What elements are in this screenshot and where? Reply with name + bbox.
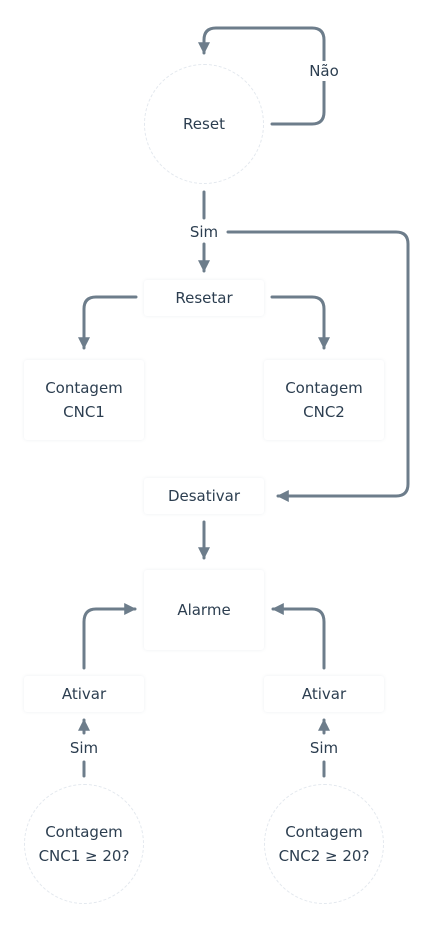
node-decision-cnc2[interactable]: Contagem CNC2 ≥ 20? [264, 784, 384, 904]
edge-label-sim-cnc1: Sim [66, 738, 102, 758]
node-decision-cnc2-line1: Contagem [285, 823, 363, 841]
node-decision-cnc1[interactable]: Contagem CNC1 ≥ 20? [24, 784, 144, 904]
edge-label-sim-reset: Sim [186, 222, 222, 242]
node-contagem-cnc1-line2: CNC1 [63, 403, 105, 421]
node-decision-cnc2-line2: CNC2 ≥ 20? [278, 847, 370, 865]
node-desativar[interactable]: Desativar [144, 478, 264, 514]
node-alarme-label: Alarme [177, 601, 231, 619]
node-ativar-left-label: Ativar [61, 685, 107, 703]
node-ativar-right-label: Ativar [301, 685, 347, 703]
node-decision-cnc1-line2: CNC1 ≥ 20? [38, 847, 130, 865]
edge-resetar-to-cnc1 [78, 295, 138, 350]
edge-label-sim-cnc2: Sim [306, 738, 342, 758]
node-contagem-cnc1-line1: Contagem [45, 379, 123, 397]
edge-ativar-right-to-alarme [271, 603, 326, 670]
edge-ativar-left-to-alarme [82, 603, 137, 670]
node-reset-label: Reset [183, 115, 225, 133]
node-alarme[interactable]: Alarme [144, 570, 264, 650]
node-desativar-label: Desativar [167, 487, 241, 505]
node-resetar-label: Resetar [175, 289, 233, 307]
edge-label-nao: Não [306, 61, 342, 81]
edge-reset-loop-nao [198, 26, 326, 126]
node-reset[interactable]: Reset [144, 64, 264, 184]
node-contagem-cnc1[interactable]: Contagem CNC1 [24, 360, 144, 440]
node-contagem-cnc2-line2: CNC2 [303, 403, 345, 421]
node-resetar[interactable]: Resetar [144, 280, 264, 316]
node-decision-cnc1-line1: Contagem [45, 823, 123, 841]
edge-sim-to-desativar [226, 230, 410, 502]
node-contagem-cnc2[interactable]: Contagem CNC2 [264, 360, 384, 440]
edge-resetar-to-cnc2 [270, 295, 330, 350]
node-contagem-cnc2-line1: Contagem [285, 379, 363, 397]
node-ativar-left[interactable]: Ativar [24, 676, 144, 712]
node-ativar-right[interactable]: Ativar [264, 676, 384, 712]
